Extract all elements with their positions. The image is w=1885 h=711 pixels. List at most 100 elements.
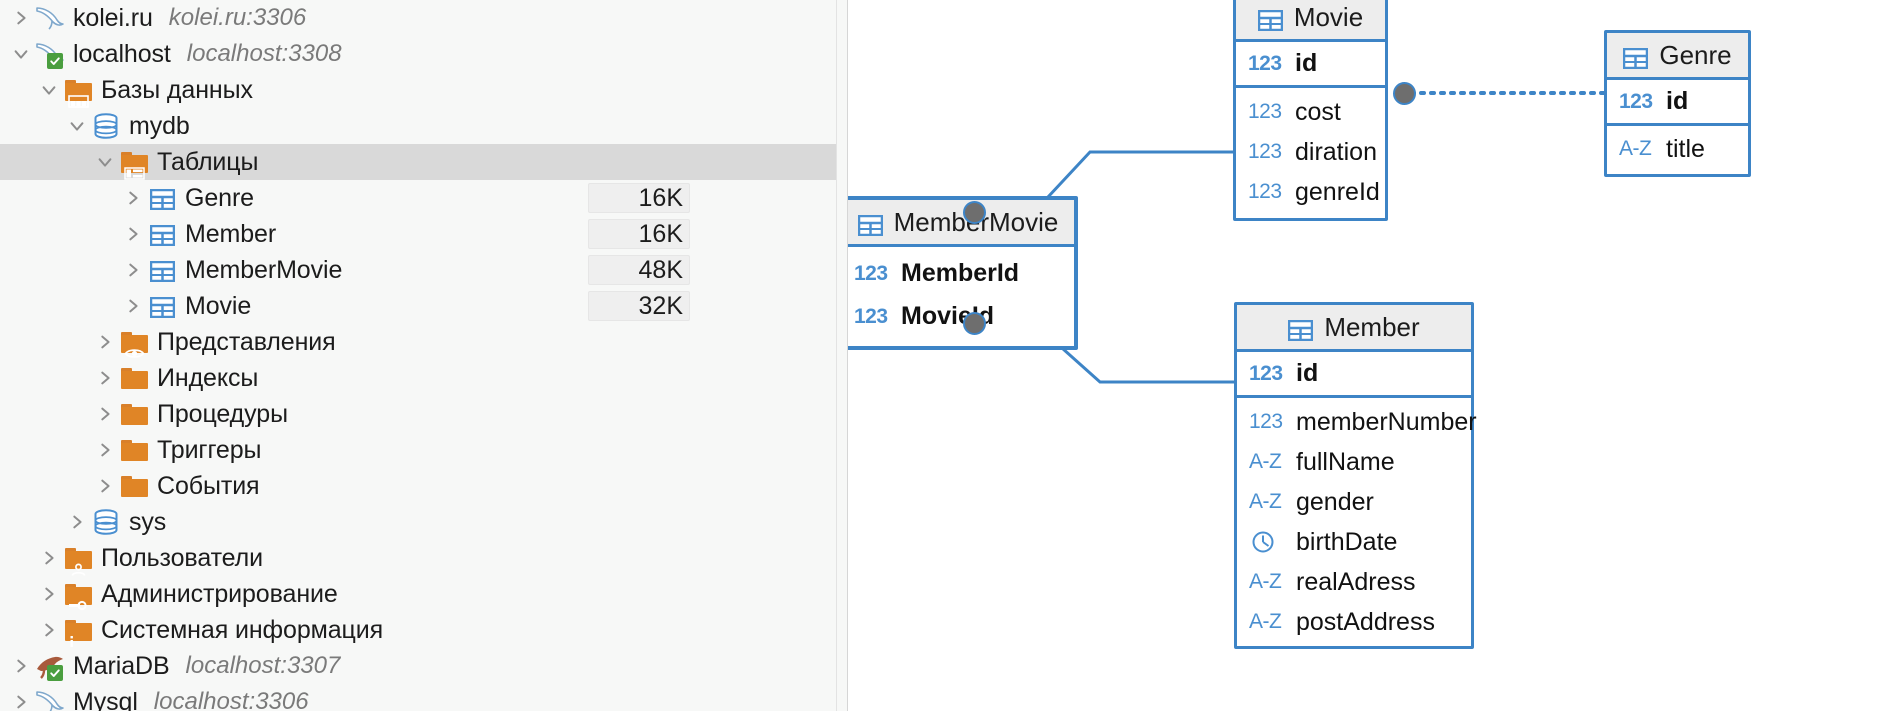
attribute-row[interactable]: 123 cost (1236, 92, 1385, 132)
tree-row-tables[interactable]: Таблицы (0, 144, 836, 180)
table-icon (146, 216, 178, 252)
chevron-right-icon[interactable] (120, 288, 146, 324)
chevron-right-icon[interactable] (8, 648, 34, 684)
chevron-right-icon[interactable] (120, 216, 146, 252)
entity-member-header[interactable]: Member (1237, 305, 1471, 352)
attribute-name: MemberId (901, 259, 1020, 287)
attribute-row[interactable]: 123 MemberId (848, 252, 1074, 295)
entity-movie-header[interactable]: Movie (1236, 0, 1385, 42)
attribute-row[interactable]: 123 genreId (1236, 172, 1385, 212)
chevron-right-icon[interactable] (36, 576, 62, 612)
type-number-icon: 123 (1249, 361, 1283, 385)
tree-row-host: localhost:3308 (186, 40, 342, 67)
chevron-right-icon[interactable] (92, 396, 118, 432)
tree-row-label: Movie (185, 291, 252, 320)
attribute-row[interactable]: 123 id (1237, 352, 1471, 395)
chevron-down-icon[interactable] (36, 72, 62, 108)
tree-row-host: localhost:3306 (153, 688, 309, 711)
panel-splitter[interactable] (836, 0, 848, 711)
chevron-right-icon[interactable] (120, 180, 146, 216)
attribute-row[interactable]: 123 MovieId (848, 295, 1074, 338)
entity-member-name: Member (1324, 311, 1420, 342)
folder-shape (120, 439, 148, 461)
anchor-membermovie-bottom-right[interactable] (963, 312, 986, 335)
anchor-movie-right[interactable] (1393, 82, 1416, 105)
attribute-row[interactable]: 123 id (1236, 42, 1385, 85)
attribute-row[interactable]: 123 diration (1236, 132, 1385, 172)
entity-movie-attrs: 123 cost 123 diration 123 genreId (1236, 88, 1385, 218)
chevron-right-icon[interactable] (8, 684, 34, 711)
chevron-right-icon[interactable] (92, 360, 118, 396)
chevron-right-icon[interactable] (92, 468, 118, 504)
attribute-row[interactable]: A-Z realAdress (1237, 562, 1471, 602)
attribute-row[interactable]: A-Z title (1607, 129, 1748, 169)
entity-genre[interactable]: Genre 123 id A-Z title (1604, 30, 1751, 177)
attribute-row[interactable]: A-Z gender (1237, 482, 1471, 522)
tables-folder-icon (118, 144, 150, 180)
chevron-right-icon[interactable] (92, 324, 118, 360)
mysql-dolphin-icon (34, 684, 66, 711)
mysql-dolphin-connected-icon (34, 36, 66, 72)
tree-row-sys[interactable]: sys (0, 504, 836, 540)
tree-row-label: localhost (73, 39, 171, 68)
tree-row-mysql-3306[interactable]: Mysql localhost:3306 (0, 684, 836, 711)
tree-row-events[interactable]: События (0, 468, 836, 504)
type-number-icon: 123 (1248, 180, 1282, 203)
chevron-down-icon[interactable] (8, 36, 34, 72)
type-number-icon: 123 (854, 304, 888, 328)
attribute-name: postAddress (1296, 607, 1435, 636)
anchor-membermovie-top-right[interactable] (963, 201, 986, 224)
tree-row-indexes[interactable]: Индексы (0, 360, 836, 396)
databases-folder-icon (62, 72, 94, 108)
tree-row-views[interactable]: Представления (0, 324, 836, 360)
database-explorer-tree[interactable]: kolei.ru kolei.ru:3306 localhost localhost:… (0, 0, 836, 711)
chevron-right-icon[interactable] (120, 252, 146, 288)
table-size-badge: 16K (588, 219, 690, 249)
entity-movie[interactable]: Movie 123 id 123 cost 123 diration 123 (1233, 0, 1388, 221)
attribute-name: fullName (1296, 447, 1395, 476)
table-icon (146, 288, 178, 324)
tree-row-procedures[interactable]: Процедуры (0, 396, 836, 432)
tree-row-label: kolei.ru (73, 3, 153, 32)
tree-row-kolei-ru[interactable]: kolei.ru kolei.ru:3306 (0, 0, 836, 36)
attribute-row[interactable]: 123 id (1607, 80, 1748, 123)
chevron-right-icon[interactable] (92, 432, 118, 468)
tree-row-localhost-3308[interactable]: localhost localhost:3308 (0, 36, 836, 72)
chevron-down-icon[interactable] (64, 108, 90, 144)
tree-row-sysinfo[interactable]: Системная информация (0, 612, 836, 648)
table-size-badge: 48K (588, 255, 690, 285)
tree-row-admin[interactable]: Администрирование (0, 576, 836, 612)
chevron-right-icon[interactable] (36, 612, 62, 648)
database-cylinder-icon (90, 108, 122, 144)
entity-genre-header[interactable]: Genre (1607, 33, 1748, 80)
chevron-right-icon[interactable] (64, 504, 90, 540)
entity-membermovie-header[interactable]: MemberMovie (848, 200, 1074, 247)
tree-row-mydb[interactable]: mydb (0, 108, 836, 144)
entity-member[interactable]: Member 123 id 123 memberNumber A-Z fullN… (1234, 302, 1477, 649)
chevron-right-icon[interactable] (8, 0, 34, 36)
type-text-icon: A-Z (1619, 137, 1652, 160)
folder-icon (118, 468, 150, 504)
tree-row-label: Mysql (73, 687, 138, 711)
table-icon (857, 212, 883, 236)
attribute-row[interactable]: 123 memberNumber (1237, 402, 1477, 442)
attribute-row[interactable]: A-Z postAddress (1237, 602, 1471, 642)
attribute-row[interactable]: A-Z fullName (1237, 442, 1471, 482)
tree-row-databases[interactable]: Базы данных (0, 72, 836, 108)
er-diagram-canvas[interactable]: Movie 123 id 123 cost 123 diration 123 (848, 0, 1885, 711)
attribute-name: id (1296, 359, 1319, 387)
attribute-row[interactable]: birthDate (1237, 522, 1471, 562)
entity-membermovie-attrs: 123 MemberId 123 MovieId (848, 247, 1074, 346)
tree-row-host: kolei.ru:3306 (168, 4, 307, 31)
tree-row-triggers[interactable]: Триггеры (0, 432, 836, 468)
chevron-down-icon[interactable] (92, 144, 118, 180)
chevron-right-icon[interactable] (36, 540, 62, 576)
attribute-name: cost (1295, 97, 1341, 126)
tree-row-users[interactable]: Пользователи (0, 540, 836, 576)
tree-row-label: Триггеры (157, 435, 262, 464)
